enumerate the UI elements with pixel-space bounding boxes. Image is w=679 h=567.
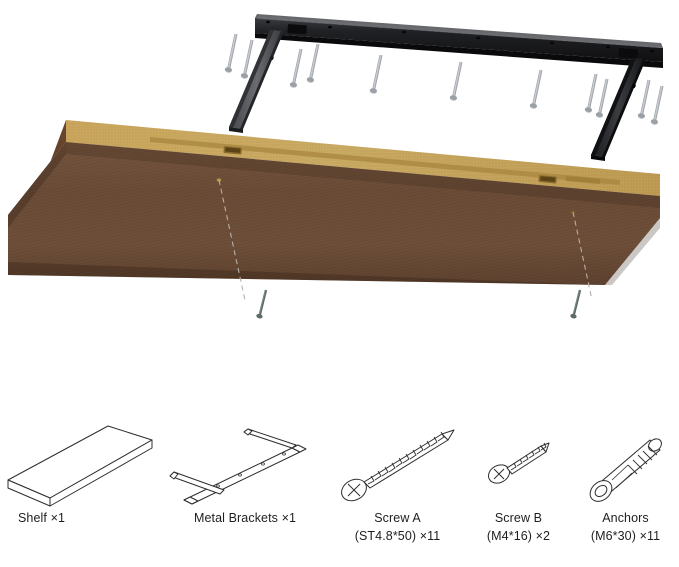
shelf-board xyxy=(8,120,660,285)
shelf-board-icon xyxy=(0,418,160,510)
part-item-shelf: Shelf ×1 xyxy=(0,418,160,567)
side-lock-screws-group xyxy=(256,289,582,319)
metal-bracket-left-arm xyxy=(229,30,284,133)
screw-b-icon xyxy=(465,418,572,510)
screw-a-spec: (ST4.8*50) ×11 xyxy=(354,529,441,543)
screw-b-label: Screw B xyxy=(494,511,543,525)
anchor-icon xyxy=(572,418,679,510)
metal-brackets-label: Metal Brackets ×1 xyxy=(193,511,297,525)
screw-a-label: Screw A xyxy=(374,511,421,525)
screw-a-icon xyxy=(330,418,465,510)
part-item-metal-brackets: Metal Brackets ×1 xyxy=(160,418,330,567)
metal-bracket-right-arm xyxy=(591,58,646,161)
metal-bracket-rail xyxy=(255,14,663,68)
anchors-label: Anchors xyxy=(602,511,649,525)
part-item-screw-a: Screw A (ST4.8*50) ×11 xyxy=(330,418,465,567)
alignment-guide-lines xyxy=(218,179,593,301)
anchors-spec: (M6*30) ×11 xyxy=(590,529,661,543)
mounting-screws-group xyxy=(224,33,664,125)
part-item-anchors: Anchors (M6*30) ×11 xyxy=(572,418,679,567)
parts-inventory: Shelf ×1 xyxy=(0,418,679,567)
part-item-screw-b: Screw B (M4*16) ×2 xyxy=(465,418,572,567)
metal-bracket-icon xyxy=(160,418,330,510)
shelf-label: Shelf ×1 xyxy=(18,511,66,525)
screw-b-spec: (M4*16) ×2 xyxy=(486,529,551,543)
